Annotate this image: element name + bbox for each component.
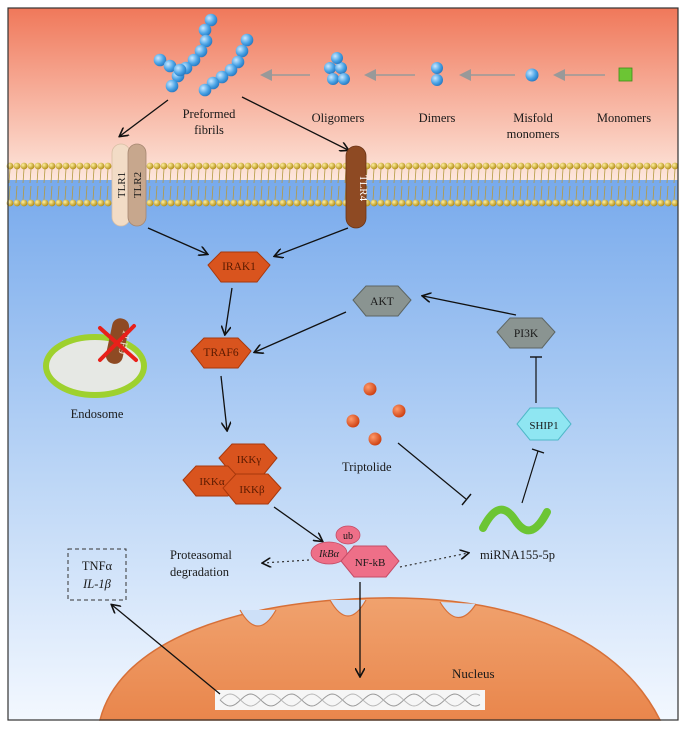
irak1-label: IRAK1: [222, 261, 256, 273]
ub-label: ub: [343, 531, 353, 542]
inhibition-bar: [531, 448, 545, 454]
traf6-to-ikk-arrow: [220, 375, 227, 430]
akt-label: AKT: [370, 296, 394, 308]
endosome-label: Endosome: [71, 407, 124, 421]
mirna-strand-icon: [479, 505, 551, 535]
irak1-to-traf6-arrow: [225, 287, 233, 334]
ikk-to-ikb-arrow: [273, 506, 322, 541]
nuclear-pore: [439, 601, 477, 619]
nuclear-pore: [239, 609, 277, 627]
akt-node: [352, 285, 412, 317]
misfold-monomers-label-2: monomers: [507, 127, 560, 141]
tnf-alpha-label: TNFα: [82, 559, 113, 573]
pi3k-to-akt-arrow: [423, 296, 517, 316]
traf6-label: TRAF6: [203, 347, 238, 359]
transcription-to-cytokines-arrow: [112, 605, 221, 695]
tlr2-receptor: [127, 143, 147, 227]
ikb-alpha-label: IkBα: [318, 549, 340, 560]
nucleus-label: Nucleus: [452, 666, 495, 681]
akt-to-traf6-arrow: [255, 311, 347, 352]
fibrils-to-tlr2-arrow: [120, 99, 169, 136]
oligomers-icon: [324, 52, 350, 85]
dimers-label: Dimers: [419, 111, 456, 125]
extracellular-space: [8, 8, 678, 180]
triptolide-label: Triptolide: [342, 460, 392, 474]
pi3k-label: PI3K: [514, 328, 539, 340]
preformed-fibrils-label-2: fibrils: [194, 123, 224, 137]
proteasomal-label-2: degradation: [170, 565, 230, 579]
preformed-fibrils-label-1: Preformed: [183, 107, 237, 121]
ikk-alpha-label: IKKα: [199, 476, 225, 488]
tlr1-label: TLR1: [116, 172, 128, 198]
nfkb-node: [340, 545, 400, 578]
tlr2-to-irak1-arrow: [147, 227, 207, 254]
preformed-fibrils-icon: [153, 13, 254, 97]
nuclear-pore: [329, 599, 367, 617]
cytokines-box: [67, 548, 127, 601]
dimers-icon: [431, 62, 443, 86]
fibrils-to-tlr4-arrow: [241, 96, 348, 150]
inhibition-bar: [461, 493, 472, 506]
tlr4-receptor: [345, 145, 367, 229]
ikk-beta-label: IKKβ: [239, 484, 265, 496]
endosome-vesicle: [43, 334, 147, 398]
proteasomal-label-1: Proteasomal: [170, 548, 232, 562]
nfkb-to-mirna-arrow: [399, 553, 468, 568]
ikk-beta-node: [222, 473, 282, 505]
mirna-inhibits-ship1: [521, 450, 539, 504]
ship1-label: SHIP1: [529, 420, 558, 432]
traf6-node: [190, 337, 252, 369]
mirna-label: miRNA155-5p: [480, 548, 555, 562]
misfold-monomers-label-1: Misfold: [513, 111, 553, 125]
nucleus-body: [99, 597, 662, 721]
nfkb-label: NF-kB: [355, 557, 386, 569]
monomers-label: Monomers: [597, 111, 651, 125]
ubiquitin-node: [335, 525, 361, 545]
monomer-icon: [618, 67, 633, 82]
blocked-x-icon: [98, 324, 138, 362]
dna-helix: [219, 693, 481, 707]
triptolide-inhibits-mirna: [397, 442, 467, 500]
triptolide-molecules-icon: [346, 382, 406, 446]
ship1-node: [516, 407, 572, 441]
ikb-alpha-node: [310, 541, 348, 565]
tlr2-label: TLR2: [132, 172, 144, 198]
tlr4-to-irak1-arrow: [275, 227, 349, 256]
figure-frame: [7, 7, 679, 721]
pi3k-node: [496, 317, 556, 349]
tlr4-label: TLR4: [357, 175, 369, 202]
ikk-gamma-label: IKKγ: [237, 454, 262, 466]
misfold-monomer-icon: [525, 68, 539, 82]
irak1-node: [207, 251, 271, 283]
il1-beta-label: IL-1β: [82, 577, 112, 591]
oligomers-label: Oligomers: [312, 111, 365, 125]
